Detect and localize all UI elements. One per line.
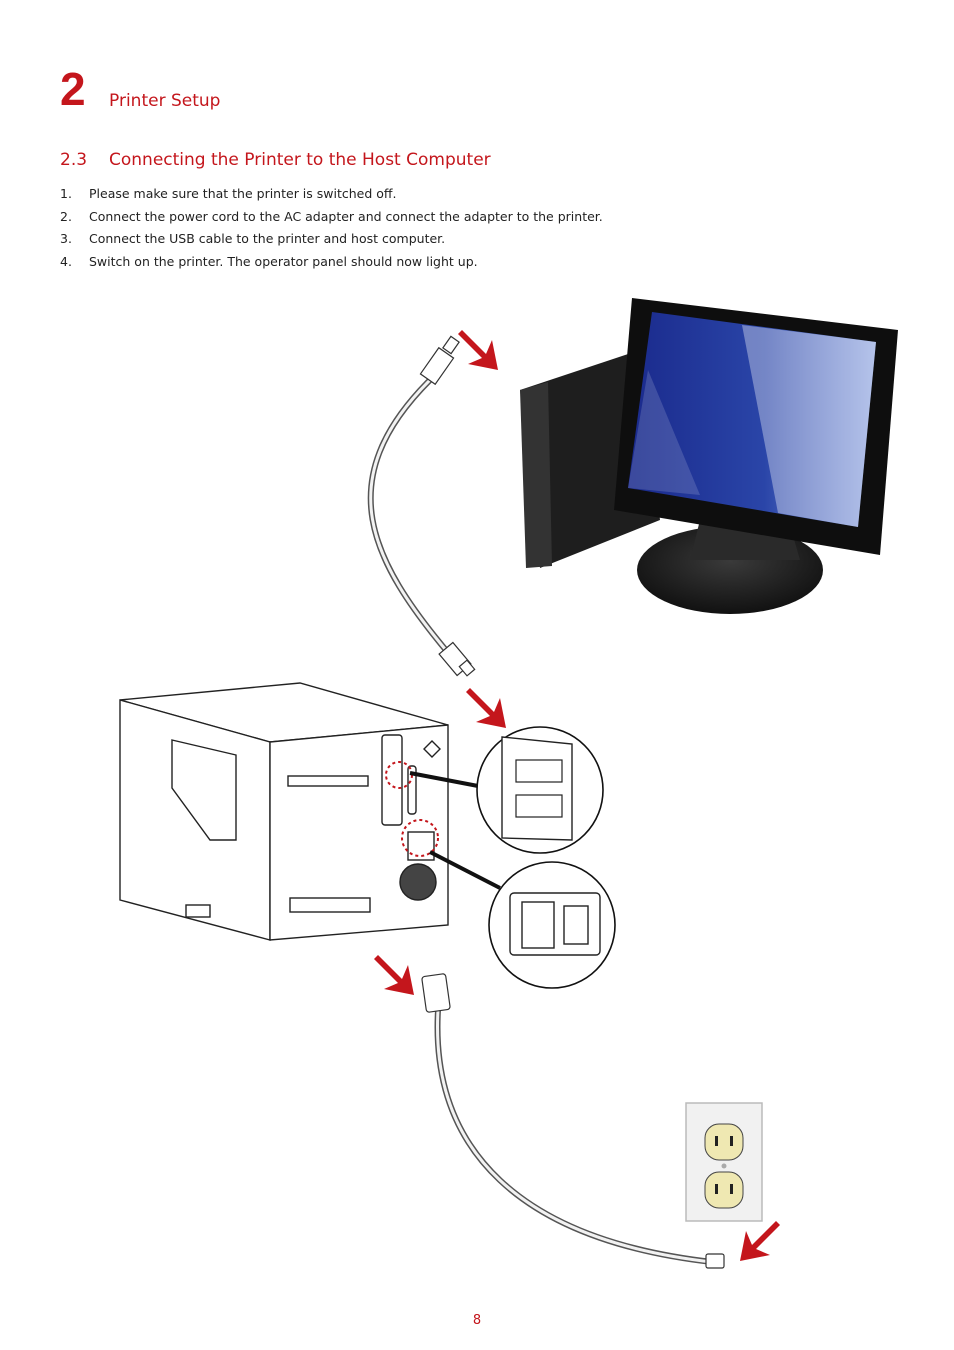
step-item: 1. Please make sure that the printer is s… xyxy=(60,185,603,208)
section-number: 2.3 xyxy=(60,150,88,170)
arrow-icon xyxy=(374,955,414,995)
step-text: Connect the USB cable to the printer and… xyxy=(89,231,446,246)
step-item: 3. Connect the USB cable to the printer a… xyxy=(60,230,603,253)
step-text: Switch on the printer. The operator pane… xyxy=(89,253,478,269)
step-number: 2. xyxy=(60,208,72,224)
section-title: Connecting the Printer to the Host Compu… xyxy=(109,150,491,170)
steps-list: 1. Please make sure that the printer is s… xyxy=(60,185,603,275)
power-cord-illustration xyxy=(421,973,725,1269)
step-number: 4. xyxy=(60,253,72,269)
section-heading: 2.3 Connecting the Printer to the Host Co… xyxy=(60,150,491,170)
step-text: Connect the power cord to the AC adapter… xyxy=(89,208,603,224)
step-number: 1. xyxy=(60,186,72,201)
arrow-icon xyxy=(458,330,498,370)
monitor-illustration xyxy=(520,298,898,614)
step-text: Please make sure that the printer is swi… xyxy=(89,186,397,201)
wall-outlet-illustration xyxy=(685,1102,763,1222)
arrow-icon xyxy=(466,688,506,728)
power-socket-zoom xyxy=(488,861,616,989)
chapter-number: 2 xyxy=(60,63,86,115)
arrow-icon xyxy=(740,1221,780,1261)
page-number: 8 xyxy=(472,1313,482,1328)
usb-port-zoom xyxy=(476,726,604,854)
chapter-title: Printer Setup xyxy=(109,91,221,111)
step-item: 2. Connect the power cord to the AC adapt… xyxy=(60,208,603,231)
step-item: 4. Switch on the printer. The operator pa… xyxy=(60,253,603,276)
printer-illustration xyxy=(119,682,501,941)
step-number: 3. xyxy=(60,231,72,246)
usb-cable-illustration xyxy=(367,335,476,677)
